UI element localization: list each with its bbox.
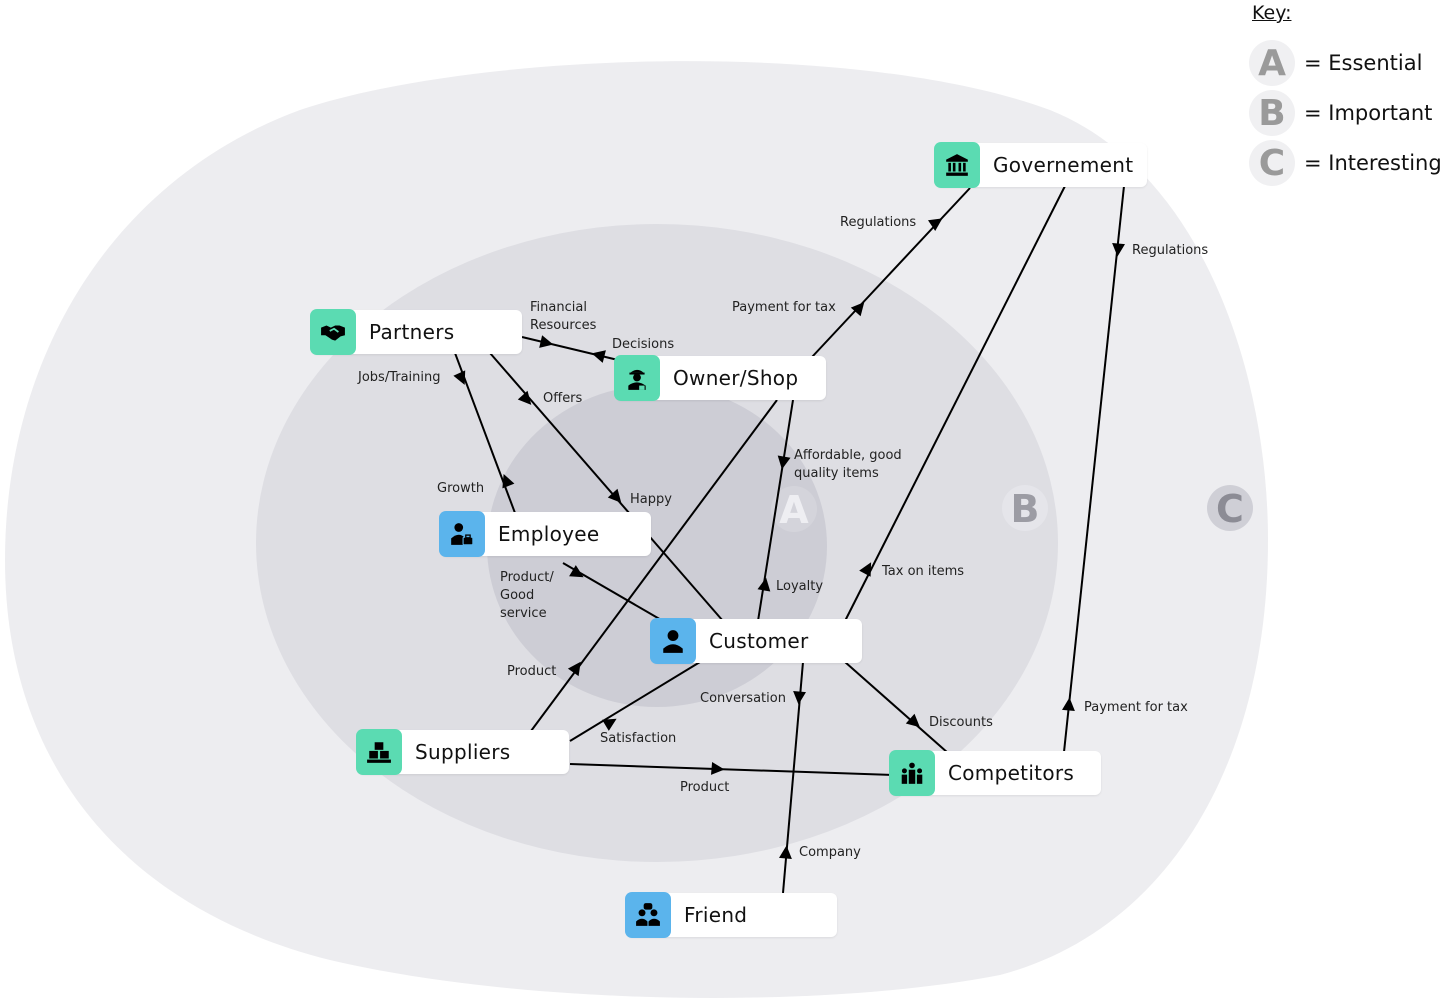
ring-c-letter: C [1216, 487, 1244, 531]
node-label: Customer [709, 629, 809, 653]
arrow-happy [607, 488, 622, 503]
key-text: = Essential [1304, 51, 1423, 75]
edge-label-financial-resources: Financial Resources [530, 300, 597, 333]
edge-label-payment-tax-competitors: Payment for tax [1084, 700, 1188, 715]
edge-customer-competitors [844, 661, 949, 754]
arrow-offers [517, 390, 532, 405]
key-item-interesting: C = Interesting [1249, 138, 1443, 188]
node-customer[interactable]: Customer [650, 618, 862, 664]
edge-label-affordable: Affordable, good quality items [794, 448, 906, 481]
arrow-regulations-owner [928, 218, 943, 231]
handshake-icon [310, 309, 356, 355]
node-label: Suppliers [415, 740, 511, 764]
edge-government-competitors [1063, 185, 1125, 753]
friends-icon [625, 892, 671, 938]
arrow-decisions [591, 350, 606, 363]
node-label: Friend [684, 903, 748, 927]
edge-suppliers-customer [569, 661, 701, 742]
arrow-product-suppliers-competitors [711, 762, 725, 775]
arrow-company [779, 845, 792, 859]
ring-a-letter: A [779, 488, 809, 532]
key-badge-c: C [1249, 140, 1295, 186]
arrow-regulations-competitors [1112, 243, 1125, 257]
edge-label-conversation: Conversation [700, 691, 786, 706]
edge-label-growth: Growth [437, 481, 484, 496]
edge-label-offers: Offers [543, 391, 583, 406]
worker-icon [439, 511, 485, 557]
arrow-payment-tax-owner [850, 302, 865, 317]
arrow-affordable [777, 455, 791, 470]
edge-label-loyalty: Loyalty [776, 579, 823, 594]
arrow-loyalty [757, 577, 771, 592]
bank-icon [934, 142, 980, 188]
key-text: = Interesting [1304, 151, 1442, 175]
edge-label-happy: Happy [630, 492, 672, 507]
edge-label-tax-on-items: Tax on items [881, 564, 964, 579]
key-item-important: B = Important [1249, 88, 1443, 138]
node-owner[interactable]: Owner/Shop [614, 355, 826, 401]
edge-labels: Regulations Payment for tax Regulations … [357, 215, 1208, 860]
edge-label-decisions: Decisions [612, 337, 674, 352]
node-label: Competitors [948, 761, 1075, 785]
edge-label-payment-tax-owner: Payment for tax [732, 300, 836, 315]
edge-suppliers-competitors [569, 763, 893, 776]
node-label: Employee [498, 522, 600, 546]
node-label: Owner/Shop [673, 366, 799, 390]
key-text: = Important [1304, 101, 1433, 125]
edge-government-customer [844, 185, 1066, 622]
edge-label-company: Company [799, 845, 861, 860]
arrow-satisfaction [602, 718, 617, 731]
node-employee[interactable]: Employee [439, 511, 651, 557]
arrow-discounts [905, 713, 920, 728]
ring-b-badge [1002, 485, 1048, 531]
edge-label-jobs-training: Jobs/Training [357, 370, 441, 385]
arrow-product-good-service [569, 565, 584, 578]
node-friend[interactable]: Friend [625, 892, 837, 938]
node-partners[interactable]: Partners [310, 309, 522, 355]
edge-government-owner [811, 187, 971, 358]
key-badge-a: A [1249, 40, 1295, 86]
ring-c-badge [1207, 485, 1253, 531]
key-item-essential: A = Essential [1249, 38, 1443, 88]
arrow-tax-on-items [859, 562, 872, 577]
node-suppliers[interactable]: Suppliers [356, 729, 569, 775]
ring-a-badge [771, 486, 817, 532]
person-icon [650, 618, 696, 664]
node-label: Partners [369, 320, 455, 344]
arrow-jobs-training [453, 370, 466, 385]
shopkeeper-icon [614, 355, 660, 401]
node-government[interactable]: Governement [934, 142, 1147, 188]
group-icon [889, 750, 935, 796]
key-badge-b: B [1249, 90, 1295, 136]
key-title: Key: [1252, 2, 1292, 24]
ring-b-letter: B [1011, 487, 1040, 531]
arrow-payment-tax-competitors [1062, 697, 1075, 711]
key-legend: Key: A = Essential B = Important C = Int… [1249, 0, 1443, 188]
arrow-growth [502, 474, 515, 489]
node-label: Governement [993, 153, 1134, 177]
arrow-product-suppliers-owner [567, 661, 581, 677]
arrow-conversation [793, 691, 806, 705]
edge-label-discounts: Discounts [929, 715, 993, 730]
edge-label-regulations-competitors: Regulations [1132, 243, 1208, 258]
node-competitors[interactable]: Competitors [889, 750, 1101, 796]
edge-label-product-suppliers-competitors: Product [680, 780, 729, 795]
edge-label-satisfaction: Satisfaction [600, 731, 676, 746]
edge-label-regulations-owner: Regulations [840, 215, 916, 230]
boxes-icon [356, 729, 402, 775]
edge-label-product-suppliers-owner: Product [507, 664, 556, 679]
arrow-financial-resources [539, 335, 554, 348]
edge-suppliers-owner [530, 399, 778, 732]
arrowheads [453, 218, 1125, 859]
edge-label-product-good-service: Product/ Good service [500, 570, 558, 621]
